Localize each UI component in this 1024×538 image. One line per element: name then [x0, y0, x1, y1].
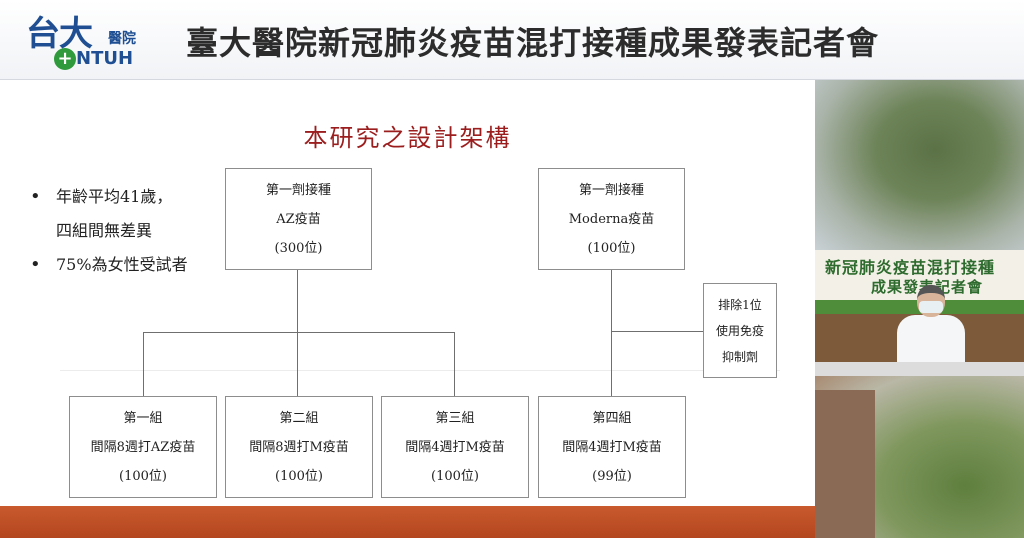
first-dose-moderna-box: 第一劑接種 Moderna疫苗 (100位): [538, 168, 685, 270]
group-schedule: 間隔4週打M疫苗: [562, 439, 662, 455]
camera-feed: 新冠肺炎疫苗混打接種 成果發表記者會: [815, 80, 1024, 538]
banner-text: 新冠肺炎疫苗混打接種: [825, 258, 996, 277]
speaker: [897, 285, 965, 365]
group-box: 第三組 間隔4週打M疫苗 (100位): [381, 396, 529, 498]
first-dose-az-box: 第一劑接種 AZ疫苗 (300位): [225, 168, 372, 270]
group-box: 第二組 間隔8週打M疫苗 (100位): [225, 396, 373, 498]
speaker-body: [897, 315, 965, 365]
group-schedule: 間隔8週打AZ疫苗: [90, 439, 196, 455]
group-box: 第一組 間隔8週打AZ疫苗 (100位): [69, 396, 217, 498]
connector-line: [143, 332, 455, 333]
group-count: (100位): [119, 468, 167, 484]
box-title: 第一劑接種: [578, 182, 644, 198]
event-title: 臺大醫院新冠肺炎疫苗混打接種成果發表記者會: [186, 24, 880, 62]
bullet-item: 年齡平均41歲，: [30, 180, 188, 214]
tree-background: [815, 80, 1024, 250]
group-schedule: 間隔8週打M疫苗: [249, 439, 349, 455]
group-count: (100位): [431, 468, 479, 484]
logo-text-cn: 台大: [26, 14, 93, 54]
box-vaccine: AZ疫苗: [276, 211, 321, 227]
desk: [815, 362, 1024, 376]
exclusion-line: 排除1位: [718, 297, 762, 312]
group-box: 第四組 間隔4週打M疫苗 (99位): [538, 396, 686, 498]
connector-line: [611, 331, 703, 332]
group-count: (100位): [275, 468, 323, 484]
building: [815, 390, 875, 538]
connector-line: [297, 270, 298, 332]
header-bar: 台大 醫院 + NTUH 臺大醫院新冠肺炎疫苗混打接種成果發表記者會: [0, 0, 1024, 80]
group-count: (99位): [592, 468, 632, 484]
slide-title: 本研究之設計架構: [303, 124, 512, 152]
presentation-slide: 本研究之設計架構 年齡平均41歲， 四組間無差異 75%為女性受試者 第一劑接種…: [0, 80, 815, 538]
bullet-list: 年齡平均41歲， 四組間無差異 75%為女性受試者: [30, 180, 188, 282]
bullet-item: 75%為女性受試者: [30, 248, 188, 282]
logo-text-en: NTUH: [76, 48, 134, 69]
group-title: 第四組: [592, 410, 632, 426]
divider: [60, 370, 780, 371]
connector-line: [143, 332, 144, 396]
medical-cross-icon: +: [54, 48, 76, 70]
bullet-item-continuation: 四組間無差異: [56, 221, 153, 240]
connector-line: [454, 332, 455, 396]
box-count: (300位): [274, 240, 323, 256]
exclusion-box: 排除1位 使用免疫 抑制劑: [703, 283, 777, 378]
face-mask: [919, 301, 943, 313]
group-title: 第三組: [435, 410, 475, 426]
logo-text-hospital: 醫院: [108, 31, 136, 47]
box-vaccine: Moderna疫苗: [568, 211, 655, 227]
slide-footer-bar: [0, 506, 815, 538]
box-count: (100位): [587, 240, 636, 256]
exclusion-line: 抑制劑: [721, 349, 758, 364]
group-schedule: 間隔4週打M疫苗: [405, 439, 505, 455]
connector-line: [297, 332, 298, 396]
ntuh-logo: 台大 醫院 + NTUH: [20, 6, 155, 72]
box-title: 第一劑接種: [265, 182, 331, 198]
exclusion-line: 使用免疫: [715, 323, 764, 338]
group-title: 第二組: [279, 410, 319, 426]
connector-line: [611, 270, 612, 396]
group-title: 第一組: [123, 410, 163, 426]
